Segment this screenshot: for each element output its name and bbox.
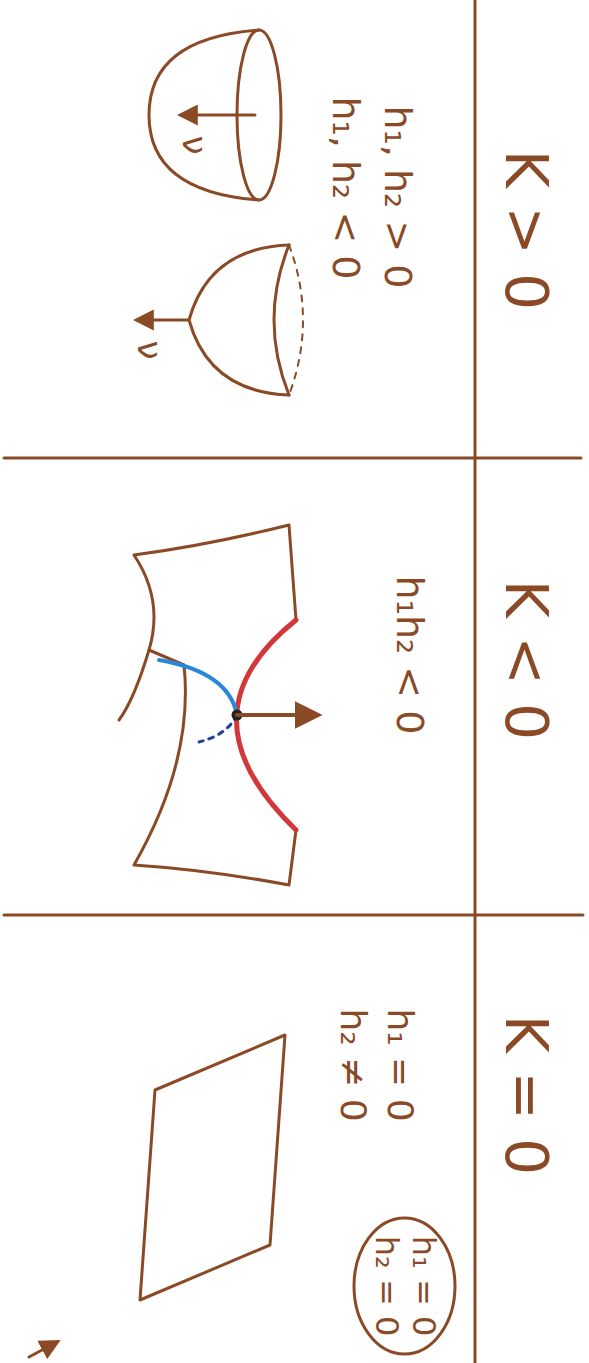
circled-case: h₁ = 0h₂ = 0 <box>353 1216 458 1356</box>
pointer-arrow <box>29 1342 57 1357</box>
column-heading: K > 0 <box>493 150 557 310</box>
case-label: h₂ = 0 <box>368 1236 405 1337</box>
normal-arrow <box>237 713 317 717</box>
header-rule <box>474 0 477 1363</box>
condition-label: h₂ ≠ 0 <box>333 1008 373 1121</box>
principal-curve <box>237 620 297 830</box>
principal-curve <box>159 660 237 715</box>
saddle-outline <box>134 525 296 885</box>
column-heading: K = 0 <box>493 1015 557 1175</box>
normal-arrow <box>137 319 189 322</box>
plane <box>140 1035 285 1300</box>
normal-symbol: ν <box>175 136 212 155</box>
condition-label: h₁ = 0 <box>380 1008 420 1121</box>
normal-arrow <box>181 114 255 117</box>
case-label: h₁ = 0 <box>405 1236 442 1337</box>
saddle-fold <box>119 650 149 720</box>
circle-outline <box>355 1218 456 1354</box>
cap-rim <box>274 245 289 395</box>
column-rule <box>4 457 581 460</box>
column-heading: K < 0 <box>493 580 557 740</box>
condition-label: h₁, h₂ > 0 <box>376 106 418 289</box>
principal-curve-hidden <box>199 715 237 742</box>
cap-rim-back <box>289 245 303 395</box>
normal-symbol: ν <box>130 341 167 360</box>
column-rule <box>4 914 583 917</box>
bowl-surface <box>149 30 259 200</box>
condition-label: h₁, h₂ < 0 <box>324 97 366 280</box>
condition-label: h₁h₂ < 0 <box>388 576 430 735</box>
cap-surface <box>189 245 289 395</box>
